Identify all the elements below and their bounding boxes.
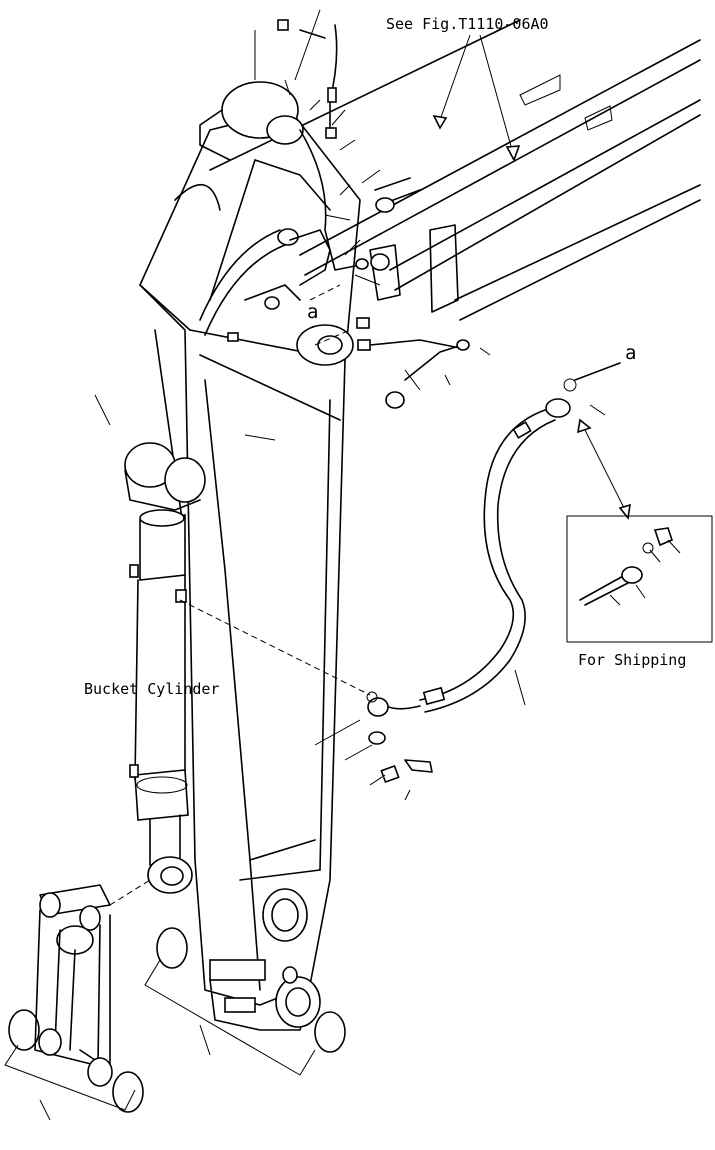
reference-label: See Fig.T1110-06A0 <box>386 15 549 33</box>
shipping-inset <box>566 515 713 643</box>
pin-brackets <box>4 959 316 1111</box>
cylinder-label: Bucket Cylinder <box>84 680 219 698</box>
link-assembly <box>34 884 113 1087</box>
arm-body <box>124 81 371 1031</box>
fittings <box>366 691 433 784</box>
upper-boom <box>209 19 701 321</box>
leader-lines <box>39 9 606 1121</box>
bucket-cylinder <box>129 509 193 894</box>
shipping-inset-frame <box>566 515 713 643</box>
pins <box>8 927 346 1113</box>
bucket-hose <box>367 362 621 717</box>
reference-arrows <box>432 34 631 520</box>
upper-hoses <box>199 19 470 409</box>
connection-mark-a-2: a <box>625 342 636 364</box>
shipping-label: For Shipping <box>578 651 686 669</box>
connection-mark-a-1: a <box>307 301 318 323</box>
alignment-lines <box>109 284 371 906</box>
